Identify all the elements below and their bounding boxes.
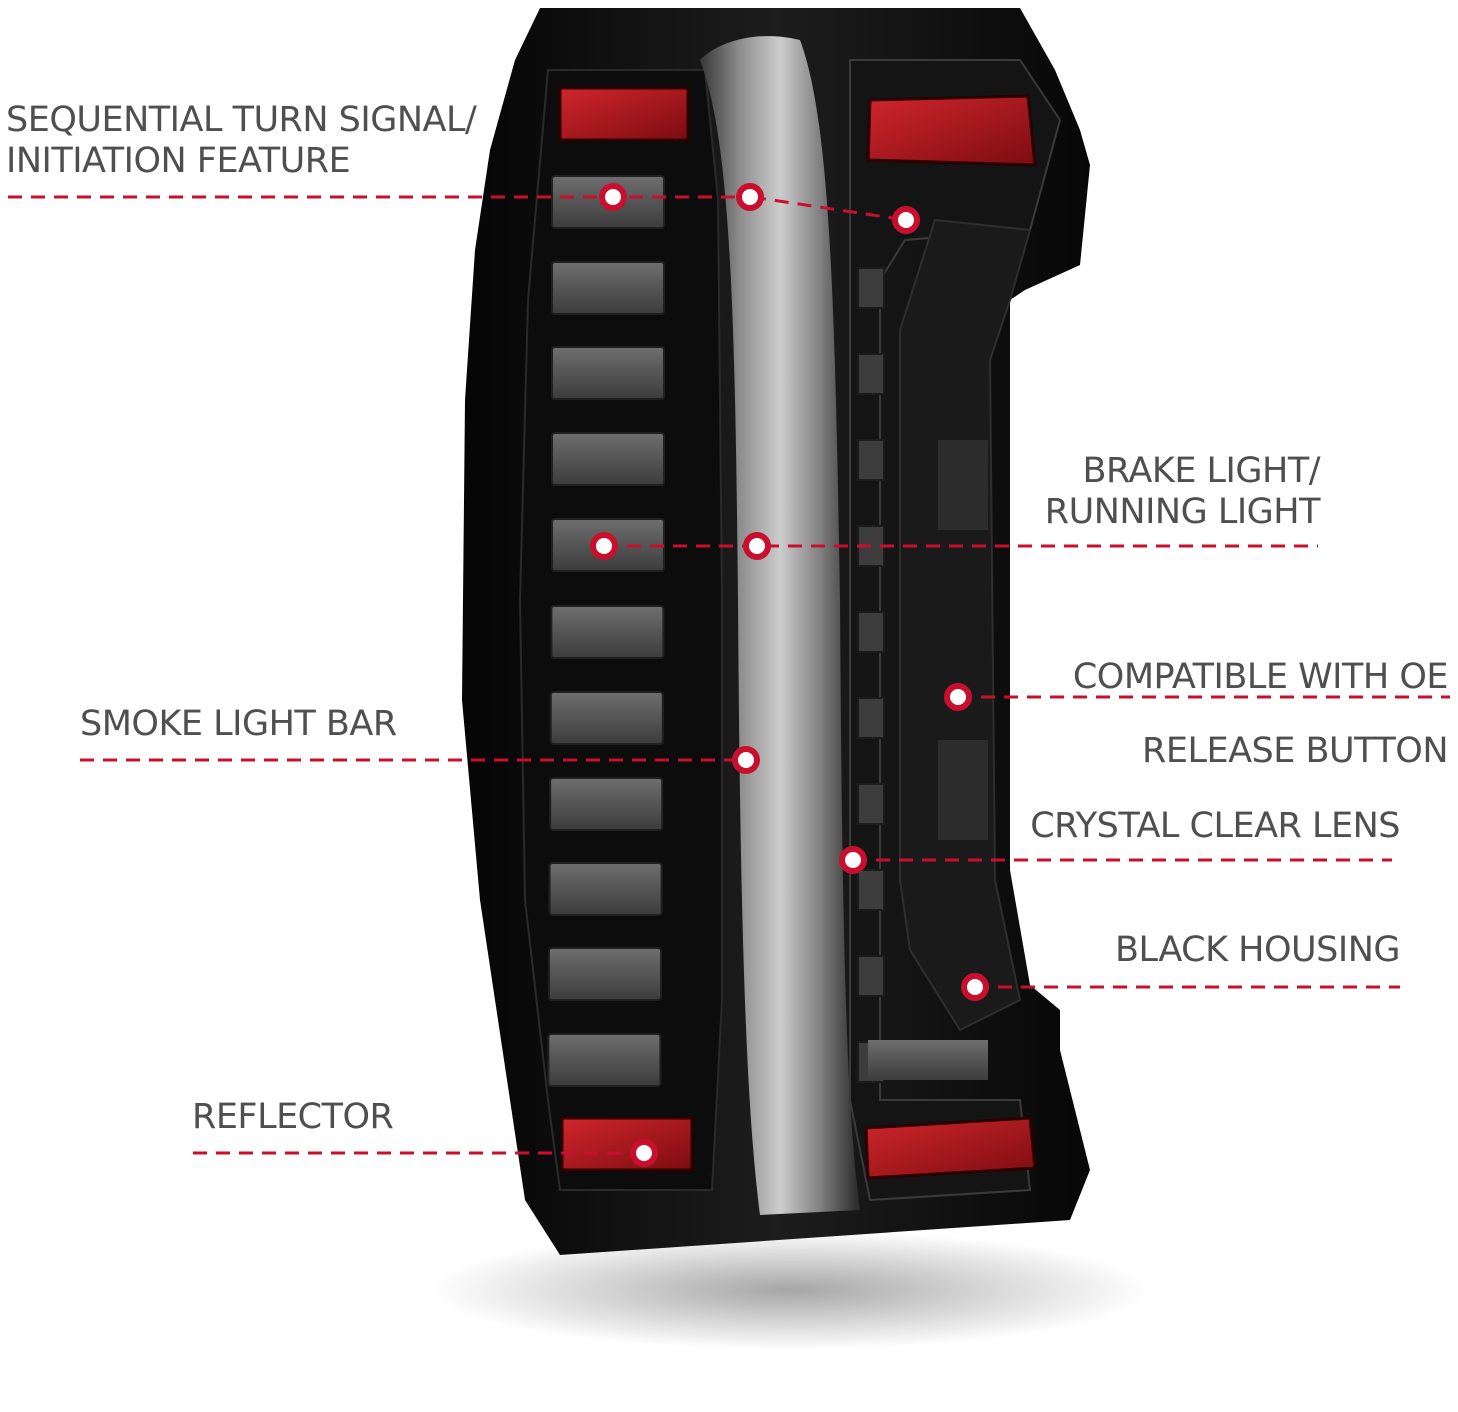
light-cell-left bbox=[551, 261, 665, 315]
reflector-top-left bbox=[558, 86, 690, 142]
ground-shadow bbox=[430, 1230, 1150, 1350]
marker-smoke-light-bar bbox=[732, 746, 760, 774]
marker-turn-signal-2 bbox=[736, 183, 764, 211]
light-cell-right bbox=[857, 353, 885, 395]
callout-leaders bbox=[8, 183, 1450, 1167]
light-cell-right bbox=[857, 267, 885, 309]
marker-black-housing bbox=[961, 973, 989, 1001]
label-black-housing: BLACK HOUSING bbox=[1115, 930, 1400, 971]
label-sequential-turn-signal: SEQUENTIAL TURN SIGNAL/ INITIATION FEATU… bbox=[6, 100, 477, 182]
label-line: BRAKE LIGHT/ bbox=[1082, 451, 1321, 491]
smoke-light-bar-shape bbox=[700, 36, 860, 1216]
light-cell-left bbox=[551, 432, 665, 486]
light-cell-left bbox=[548, 862, 663, 916]
label-brake-light: BRAKE LIGHT/ RUNNING LIGHT bbox=[1044, 451, 1321, 533]
light-cell-right bbox=[857, 697, 885, 739]
light-cell-right bbox=[857, 869, 885, 911]
light-cell-lower-right bbox=[868, 1040, 988, 1080]
release-button-module bbox=[899, 218, 1032, 1032]
label-line: CRYSTAL CLEAR LENS bbox=[1030, 806, 1400, 846]
release-button-grille-bottom bbox=[938, 740, 988, 840]
light-cell-right bbox=[857, 783, 885, 825]
label-line: REFLECTOR bbox=[192, 1097, 394, 1137]
label-line: SEQUENTIAL TURN SIGNAL/ bbox=[6, 100, 477, 140]
marker-crystal-clear-lens bbox=[839, 846, 867, 874]
light-cell-left bbox=[550, 605, 665, 659]
label-line: BLACK HOUSING bbox=[1115, 930, 1400, 970]
label-line: COMPATIBLE WITH OE bbox=[1072, 657, 1449, 697]
right-column-light-cells bbox=[857, 267, 988, 1083]
light-cell-right bbox=[857, 611, 885, 653]
marker-turn-signal-1 bbox=[599, 183, 627, 211]
light-cell-left bbox=[549, 777, 664, 831]
release-button-grille-top bbox=[938, 440, 988, 530]
leader-line-sequential-turn-signal-b bbox=[751, 195, 907, 222]
light-cell-left bbox=[548, 947, 662, 1001]
label-line: RELEASE BUTTON bbox=[1142, 731, 1448, 771]
upper-clear-lens bbox=[849, 59, 1062, 1202]
marker-release-button bbox=[944, 683, 972, 711]
label-compatible-with-oe: COMPATIBLE WITH OE RELEASE BUTTON bbox=[1072, 640, 1449, 788]
reflector-top-right bbox=[866, 94, 1037, 167]
label-line: INITIATION FEATURE bbox=[6, 141, 351, 181]
light-cell-right bbox=[857, 955, 885, 997]
reflector-bottom-right bbox=[864, 1116, 1037, 1180]
light-cell-left bbox=[551, 346, 665, 400]
label-reflector: REFLECTOR bbox=[192, 1097, 394, 1138]
label-smoke-light-bar: SMOKE LIGHT BAR bbox=[80, 704, 397, 745]
marker-turn-signal-3 bbox=[892, 206, 920, 234]
light-cell-right bbox=[857, 439, 885, 481]
light-cell-left bbox=[547, 1033, 662, 1087]
reflector-bottom-left bbox=[560, 1116, 694, 1172]
label-crystal-clear-lens: CRYSTAL CLEAR LENS bbox=[1030, 806, 1400, 847]
marker-reflector bbox=[630, 1139, 658, 1167]
left-column-light-cells bbox=[547, 175, 665, 1087]
label-line: RUNNING LIGHT bbox=[1044, 492, 1321, 532]
marker-brake-light-1 bbox=[590, 532, 618, 560]
label-line: SMOKE LIGHT BAR bbox=[80, 704, 397, 744]
light-cell-left bbox=[549, 691, 664, 745]
marker-brake-light-2 bbox=[743, 532, 771, 560]
